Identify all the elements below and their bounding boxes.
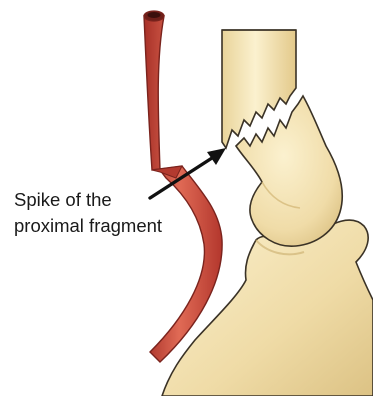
label-line-2: proximal fragment	[14, 215, 162, 236]
label-line-1: Spike of the	[14, 189, 112, 210]
spike-label: Spike of the proximal fragment	[14, 189, 162, 236]
brachial-artery	[144, 11, 222, 362]
